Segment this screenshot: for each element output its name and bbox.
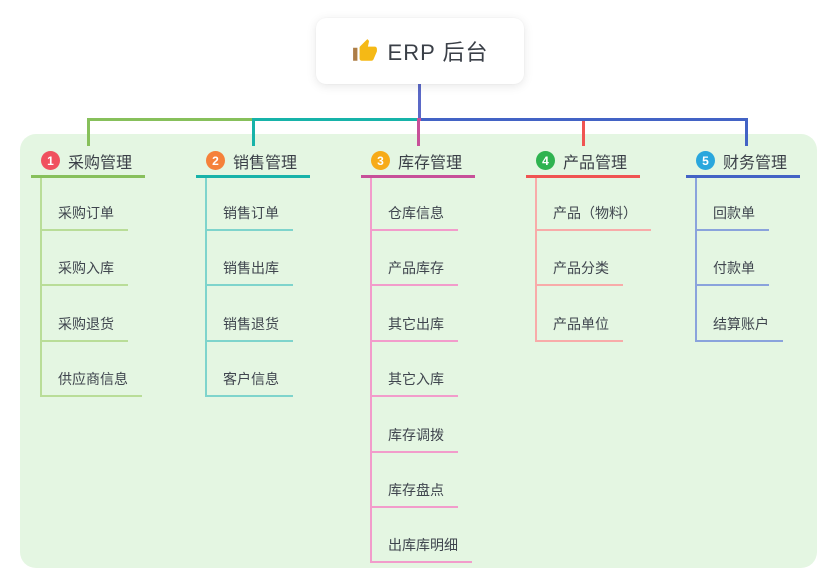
child-node[interactable]: 采购退货	[40, 314, 128, 342]
child-node[interactable]: 采购订单	[40, 203, 128, 231]
branch-3: 3 库存管理仓库信息产品库存其它出库其它入库库存调拨库存盘点出库库明细	[361, 146, 475, 564]
child-node[interactable]: 库存盘点	[370, 480, 458, 508]
branch-2: 2 销售管理销售订单销售出库销售退货客户信息	[196, 146, 310, 398]
branch-number-badge: 3	[371, 151, 390, 170]
child-node[interactable]: 仓库信息	[370, 203, 458, 231]
root-node-label: ERP 后台	[387, 40, 489, 65]
branch-connector-h-2	[251, 118, 421, 121]
branch-child-connector-line	[370, 178, 372, 564]
branch-header-4[interactable]: 4 产品管理	[526, 146, 640, 175]
branch-connector-drop-4	[581, 118, 585, 146]
branch-child-connector-line	[40, 178, 42, 398]
branch-underline	[526, 175, 640, 178]
branch-number-badge: 1	[41, 151, 60, 170]
branch-underline	[196, 175, 310, 178]
branch-label: 销售管理	[233, 154, 298, 172]
branch-underline	[31, 175, 145, 178]
branch-4: 4 产品管理产品（物料） 产品分类产品单位	[526, 146, 651, 342]
child-node[interactable]: 出库库明细	[370, 535, 472, 564]
root-connector-line	[417, 84, 421, 121]
child-node[interactable]: 供应商信息	[40, 369, 142, 398]
branch-label: 产品管理	[563, 154, 628, 172]
branch-underline	[361, 175, 475, 178]
branch-connector-drop-3	[416, 118, 420, 146]
branch-label: 采购管理	[68, 154, 133, 172]
branch-number-badge: 4	[536, 151, 555, 170]
child-node[interactable]: 库存调拨	[370, 425, 458, 453]
child-node[interactable]: 销售退货	[205, 314, 293, 342]
child-node[interactable]: 其它入库	[370, 369, 458, 398]
branch-header-1[interactable]: 1 采购管理	[31, 146, 145, 175]
child-node[interactable]: 产品分类	[535, 258, 623, 287]
child-node[interactable]: 产品单位	[535, 314, 623, 342]
child-node[interactable]: 销售订单	[205, 203, 293, 231]
branch-5: 5 财务管理回款单付款单结算账户	[686, 146, 800, 342]
branch-header-2[interactable]: 2 销售管理	[196, 146, 310, 175]
branch-header-3[interactable]: 3 库存管理	[361, 146, 475, 175]
branch-number-badge: 2	[206, 151, 225, 170]
branch-connector-drop-5	[744, 118, 748, 146]
child-node[interactable]: 付款单	[695, 258, 769, 287]
branches-panel	[20, 134, 817, 568]
branch-child-connector-line	[695, 178, 697, 342]
branch-child-connector-line	[205, 178, 207, 398]
branch-connector-h-5	[417, 118, 748, 121]
child-node[interactable]: 产品（物料）	[535, 203, 651, 231]
child-node[interactable]: 采购入库	[40, 258, 128, 287]
child-node[interactable]: 回款单	[695, 203, 769, 231]
child-node[interactable]: 产品库存	[370, 258, 458, 287]
branch-child-connector-line	[535, 178, 537, 342]
root-node[interactable]: ERP 后台	[316, 18, 524, 84]
child-node[interactable]: 其它出库	[370, 314, 458, 342]
child-node[interactable]: 结算账户	[695, 314, 783, 342]
branch-header-5[interactable]: 5 财务管理	[686, 146, 800, 175]
branch-underline	[686, 175, 800, 178]
thumbs-up-icon	[352, 38, 378, 64]
child-node[interactable]: 客户信息	[205, 369, 293, 398]
branch-label: 财务管理	[723, 154, 788, 172]
branch-1: 1 采购管理采购订单采购入库采购退货供应商信息	[31, 146, 145, 398]
branch-label: 库存管理	[398, 154, 463, 172]
child-node[interactable]: 销售出库	[205, 258, 293, 287]
branch-connector-drop-2	[251, 118, 255, 146]
branch-connector-drop-1	[86, 118, 90, 146]
branch-number-badge: 5	[696, 151, 715, 170]
